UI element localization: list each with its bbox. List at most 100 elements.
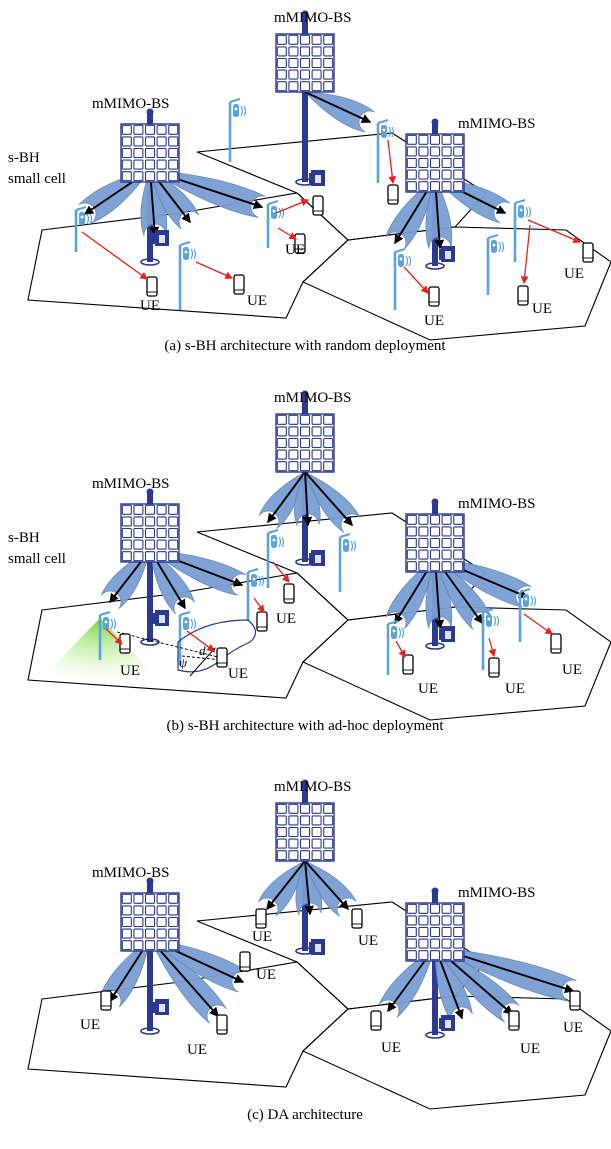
beam-arrow xyxy=(304,860,349,911)
beam xyxy=(149,937,227,1024)
cell-hexagon xyxy=(302,995,611,1110)
small-cell-icon xyxy=(486,233,505,295)
ue-label: UE xyxy=(418,681,438,697)
small-cell-icon xyxy=(386,619,405,675)
base-station-hut-icon xyxy=(153,230,169,246)
phone-icon xyxy=(233,274,245,295)
small-cell-icon xyxy=(74,205,93,252)
access-link-arrow xyxy=(81,231,148,280)
ue-label: UE xyxy=(424,313,444,329)
ue-label: UE xyxy=(532,301,552,317)
grid-antenna-icon xyxy=(120,123,180,183)
ue-label: UE xyxy=(285,242,305,258)
bs-label: mMIMO-BS xyxy=(458,116,536,132)
sbh-label: s-BH xyxy=(8,150,40,166)
small-cell-icon xyxy=(98,610,117,660)
access-link-arrow xyxy=(277,227,297,240)
beam-arrow xyxy=(302,471,313,527)
base-station-hut-icon xyxy=(153,999,169,1015)
bs-label: mMIMO-BS xyxy=(92,865,170,881)
small-cell-label: small cell xyxy=(8,171,66,187)
beam xyxy=(258,471,306,529)
small-cell-icon xyxy=(518,587,537,642)
ue-label: UE xyxy=(187,1042,207,1058)
access-link-arrow xyxy=(253,597,265,613)
phone-icon xyxy=(312,195,324,216)
distance-arrow xyxy=(189,647,216,677)
bs-label: mMIMO-BS xyxy=(274,390,352,406)
ue-label: UE xyxy=(564,266,584,282)
beam-arrow xyxy=(267,471,306,524)
ue-label: UE xyxy=(256,967,276,983)
access-link-arrow xyxy=(520,224,531,285)
access-link-arrow xyxy=(523,613,553,635)
mimo-tower xyxy=(140,877,160,1035)
bs-label: mMIMO-BS xyxy=(274,10,352,26)
beam-arrow xyxy=(304,91,372,123)
tower-mast xyxy=(432,891,438,1035)
phone-icon xyxy=(283,583,295,604)
phone-icon xyxy=(488,657,500,678)
phone-icon xyxy=(387,184,399,205)
access-link-arrow xyxy=(387,139,397,185)
base-station-hut-icon xyxy=(439,1015,455,1031)
psi-symbol: ψ xyxy=(179,655,188,670)
phone-icon xyxy=(517,285,529,306)
small-cell-icon xyxy=(266,528,285,588)
phone-icon xyxy=(255,908,267,929)
beam-arrow xyxy=(266,860,306,911)
base-station-hut-icon xyxy=(309,550,325,566)
d-symbol: d xyxy=(199,643,206,658)
beam xyxy=(304,860,357,917)
phone-icon xyxy=(550,633,562,654)
access-link-arrow xyxy=(186,630,215,652)
ue-label: UE xyxy=(252,929,272,945)
phone-icon xyxy=(100,990,112,1011)
ue-label: UE xyxy=(120,663,140,679)
phone-icon xyxy=(351,908,363,929)
access-link-arrow xyxy=(195,261,234,279)
phone-icon xyxy=(428,286,440,307)
base-station-hut-icon xyxy=(153,610,169,626)
grid-antenna-icon xyxy=(405,902,465,962)
grid-antenna-icon xyxy=(405,513,465,573)
phone-icon xyxy=(370,1010,382,1031)
ue-label: UE xyxy=(140,298,160,314)
ue-label: UE xyxy=(520,1041,540,1057)
phone-icon xyxy=(216,647,228,668)
base-station-hut-icon xyxy=(309,170,325,186)
bs-label: mMIMO-BS xyxy=(92,476,170,492)
access-link-arrow xyxy=(272,561,290,583)
phone-icon xyxy=(582,242,594,263)
beam-arrow xyxy=(304,860,314,916)
bs-label: mMIMO-BS xyxy=(274,779,352,795)
mimo-tower xyxy=(140,488,160,646)
ue-label: UE xyxy=(276,611,296,627)
base-station-hut-icon xyxy=(309,939,325,955)
access-link-arrow xyxy=(403,266,429,294)
phone-icon xyxy=(146,276,158,297)
sbh-label: s-BH xyxy=(8,530,40,546)
grid-antenna-icon xyxy=(275,33,335,93)
ue-label: UE xyxy=(563,1020,583,1036)
ue-label: UE xyxy=(381,1040,401,1056)
beam xyxy=(258,860,306,917)
small-cell-icon xyxy=(228,97,247,162)
access-link-arrow xyxy=(527,219,582,244)
phone-icon xyxy=(216,1014,228,1035)
phone-icon xyxy=(569,990,581,1011)
small-cell-icon xyxy=(246,567,265,620)
small-cell-icon xyxy=(338,532,357,592)
small-cell-icon xyxy=(178,240,197,310)
panel-caption: (b) s-BH architecture with ad-hoc deploy… xyxy=(167,718,445,734)
access-link-arrow xyxy=(105,628,123,645)
access-link-arrow xyxy=(488,637,496,658)
beam xyxy=(295,860,323,916)
tower-mast xyxy=(147,881,153,1031)
small-cell-icon xyxy=(481,607,500,670)
ue-label: UE xyxy=(228,666,248,682)
